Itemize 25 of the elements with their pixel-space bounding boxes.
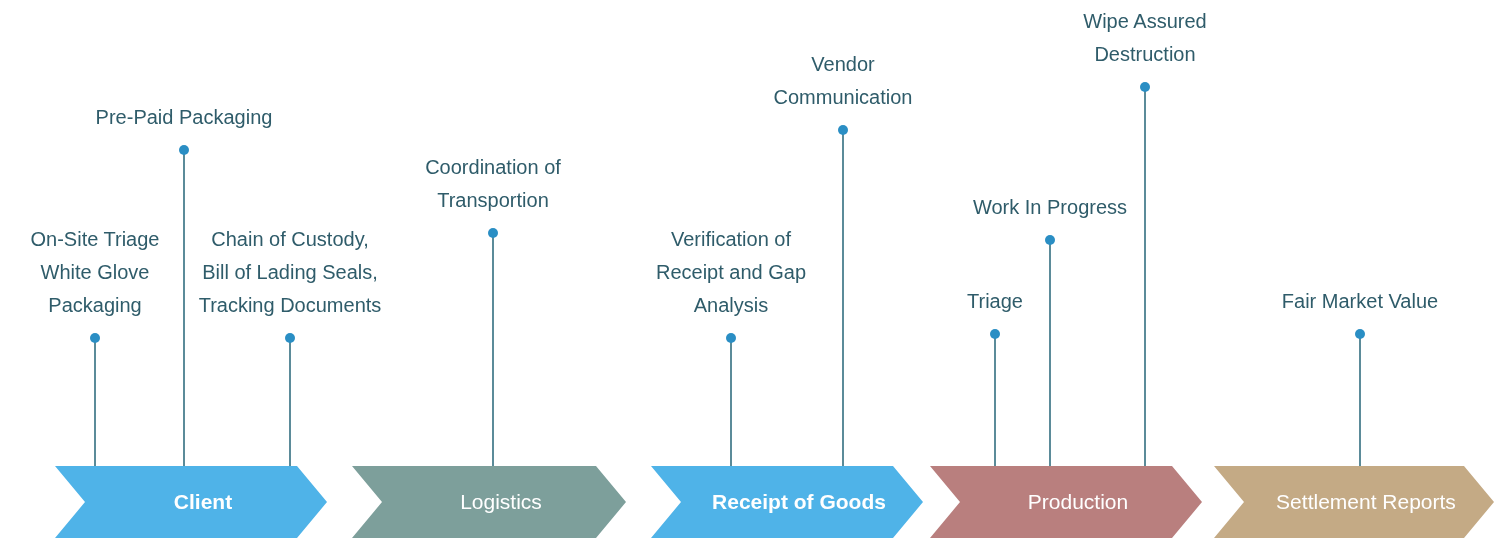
leader-line — [1140, 82, 1150, 467]
leader-line — [838, 125, 848, 467]
leader-line — [90, 333, 100, 467]
stage-label: Receipt of Goods — [711, 489, 886, 516]
leader-line — [1045, 235, 1055, 467]
step-label: Coordination of Transportion — [424, 155, 562, 213]
step-label: Pre-Paid Packaging — [95, 105, 273, 130]
stage-label: Production — [1026, 489, 1129, 516]
step-label: Vendor Communication — [772, 52, 914, 110]
leader-line — [990, 329, 1000, 467]
leader-line — [285, 333, 295, 467]
step-label: Chain of Custody, Bill of Lading Seals, Tracking Documents — [197, 227, 383, 318]
step-label: On-Site Triage White Glove Packaging — [29, 227, 161, 318]
leader-line — [179, 145, 189, 467]
step-label: Fair Market Value — [1281, 289, 1439, 314]
leader-line — [726, 333, 736, 467]
step-label: Work In Progress — [972, 195, 1128, 220]
step-label: Triage — [967, 289, 1023, 314]
step-label: Wipe Assured Destruction — [1082, 9, 1208, 67]
stage-label: Client — [172, 489, 233, 516]
step-label: Verification of Receipt and Gap Analysis — [654, 227, 808, 318]
leader-line — [1355, 329, 1365, 467]
leader-line — [488, 228, 498, 467]
stage-label: Settlement Reports — [1275, 489, 1456, 516]
stage-label: Logistics — [459, 489, 542, 516]
